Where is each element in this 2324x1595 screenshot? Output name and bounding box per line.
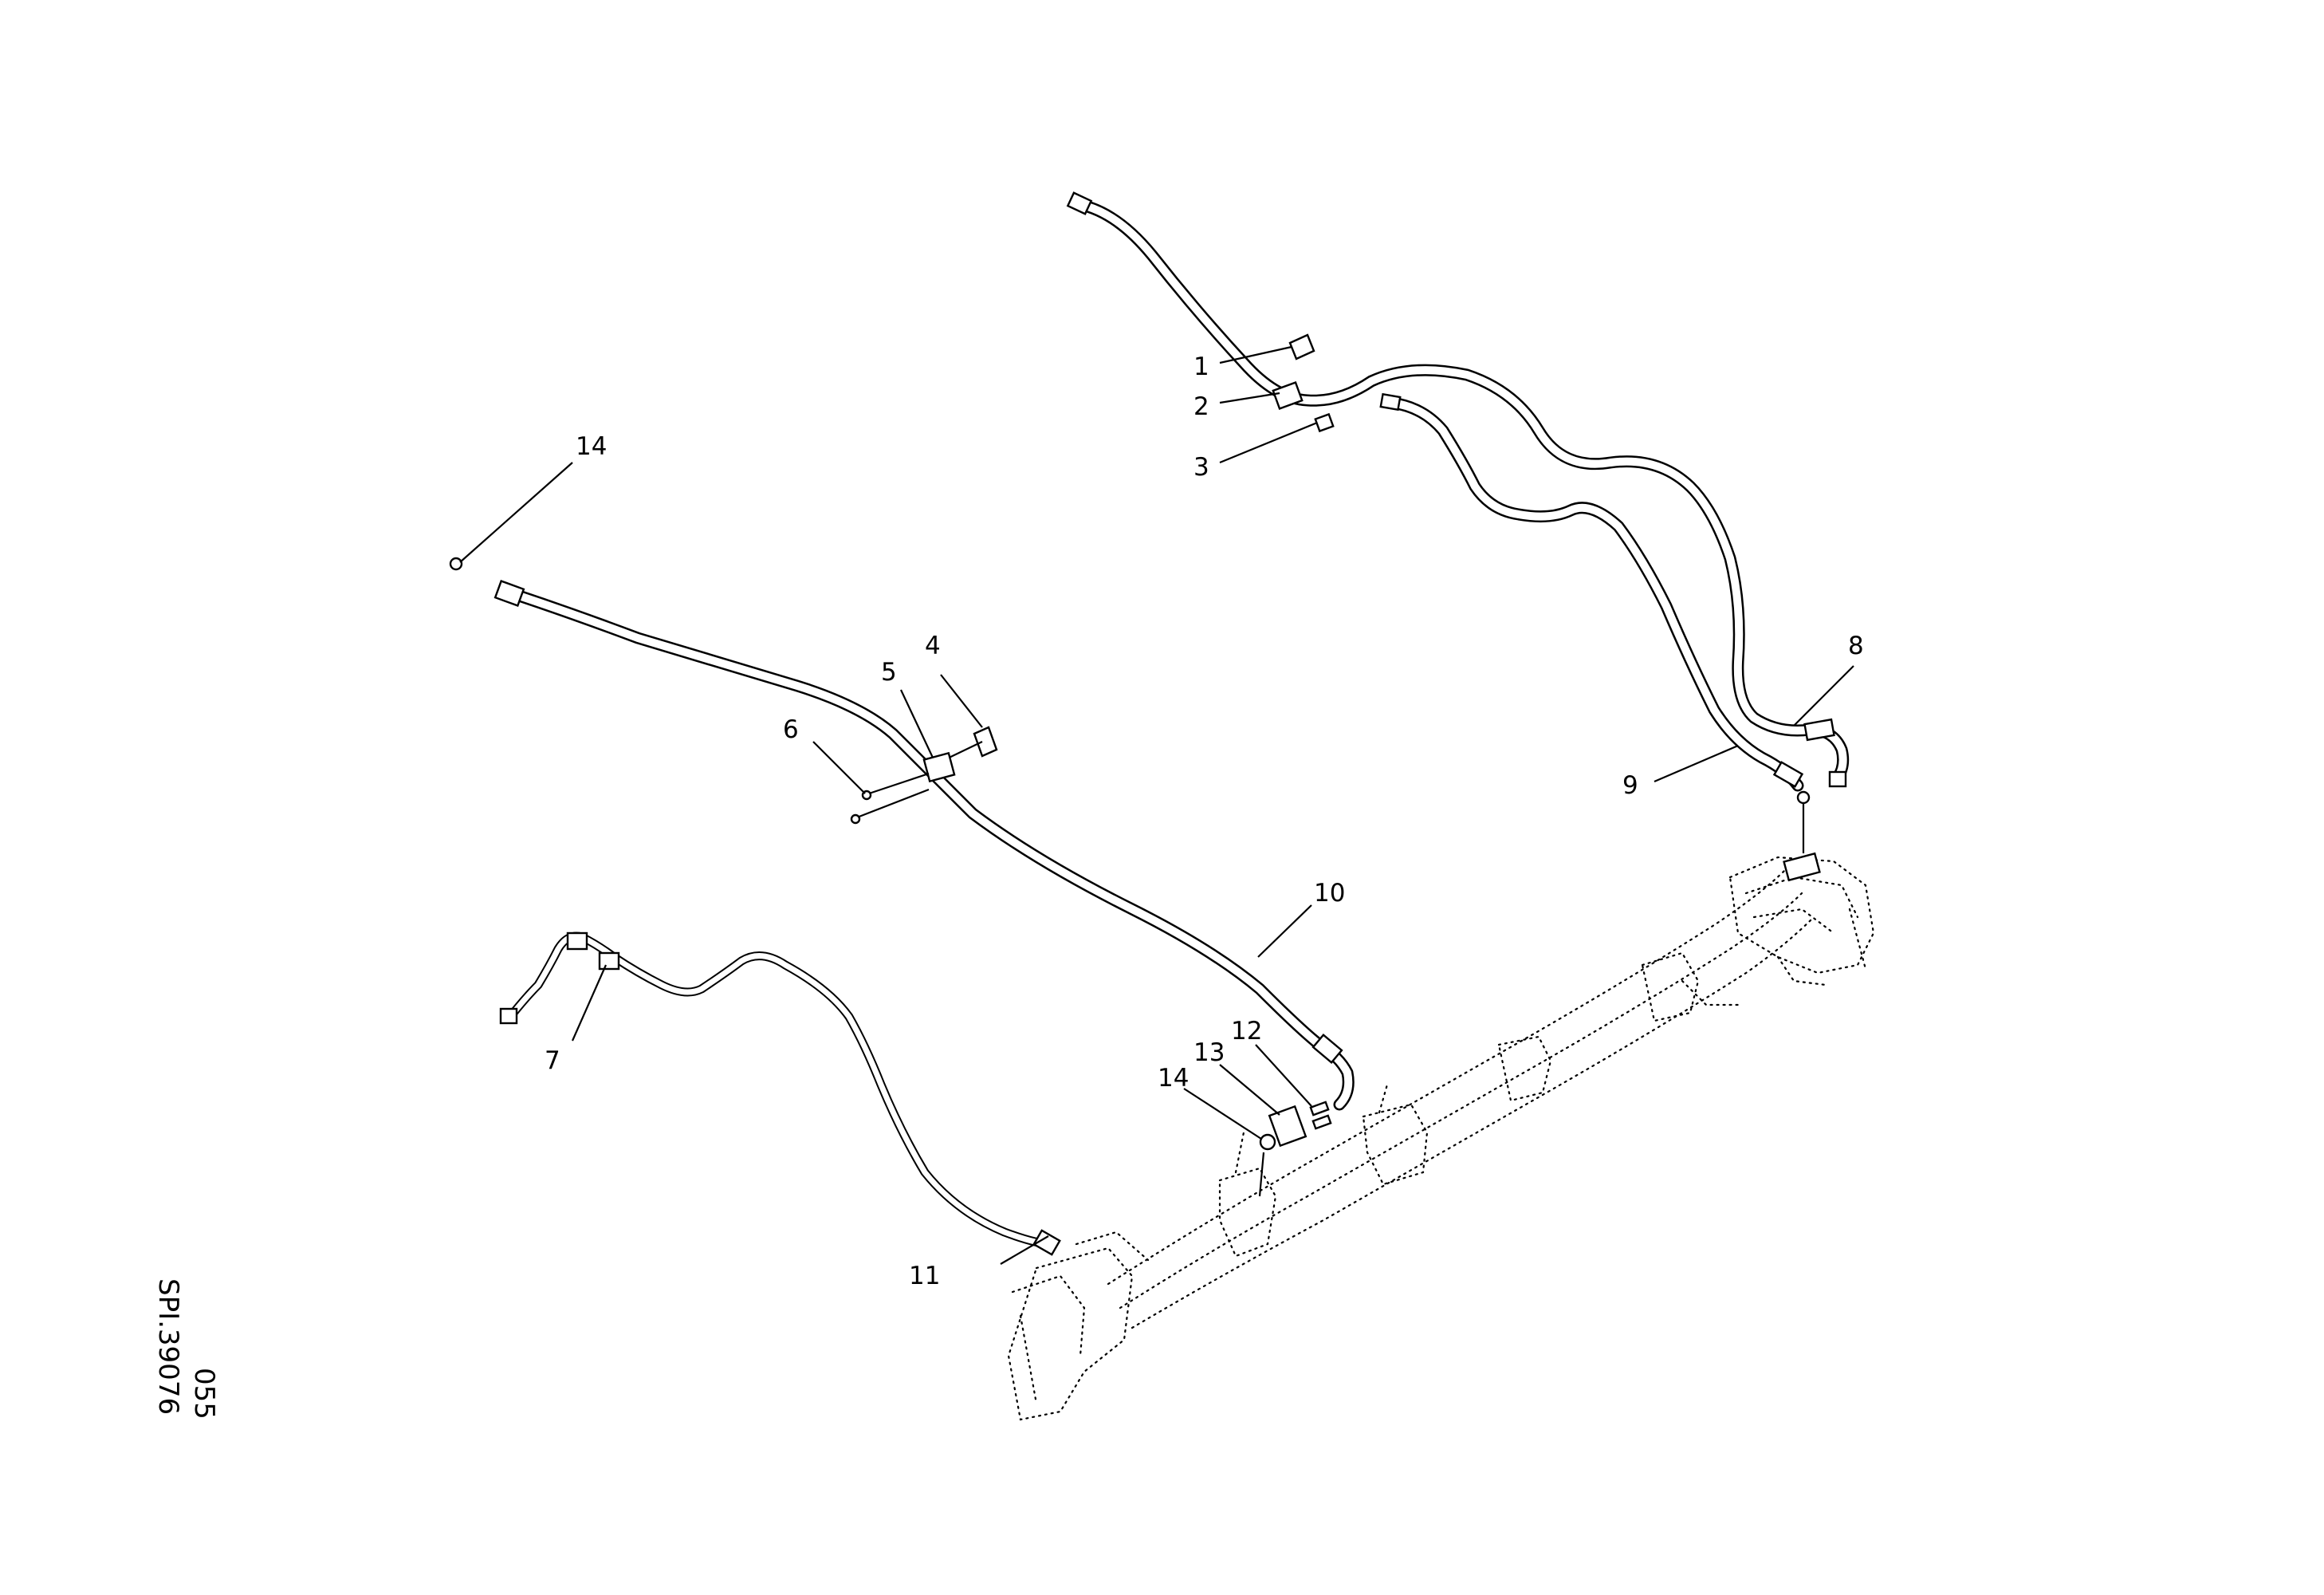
callout-12: 12 [1231,1017,1262,1046]
bolt-12 [1309,1101,1330,1116]
callout-8: 8 [1848,632,1864,660]
hose-end-fitting-top [1066,191,1093,215]
drawing-code-line2: 055 [188,1368,220,1420]
hose-10-end-fitting-left [494,579,525,608]
connector-block-upper-right [1783,852,1821,882]
callout-9: 9 [1622,771,1638,800]
hose-ferrule-9 [1772,761,1804,788]
fitting-12-13 [1268,1105,1307,1148]
clamp-7-lower [598,951,620,971]
hose-10 [508,588,1355,1111]
callout-14-left: 14 [576,432,607,461]
bolt-12b [1311,1114,1332,1130]
callout-6: 6 [783,715,799,744]
callout-4: 4 [925,632,941,660]
callout-10: 10 [1314,879,1345,908]
callout-3: 3 [1193,453,1209,482]
seal-ring-14-left [449,557,463,571]
callout-leaders [459,345,1854,1265]
elbow-fitting-upper-right [1828,770,1847,788]
clamp-plate-1 [1288,333,1315,360]
axle-assembly-phantom [1007,856,1875,1421]
callout-13: 13 [1193,1038,1225,1067]
clamp-block-2 [1272,381,1304,410]
drawing-code-line1: SPI.39076 [152,1278,184,1415]
clamp-nut-3 [1314,412,1335,433]
seal-ring-upper-right [1796,790,1811,805]
clamp-5 [922,751,956,783]
seal-ring-14-right [1259,1133,1276,1151]
pipe-11 [505,931,1057,1249]
callout-14-right: 14 [1158,1064,1189,1093]
upper-hose-line [1072,198,1850,784]
clamp-7-upper [566,931,588,951]
pipe-11-end-fitting [1032,1229,1061,1256]
callout-2: 2 [1193,392,1209,421]
bolt-head-6b [850,813,861,825]
hose-10-ferrule-right [1311,1034,1343,1064]
callout-11: 11 [909,1262,940,1290]
callout-7: 7 [545,1046,560,1075]
callout-1: 1 [1193,352,1209,381]
hose-end-fitting-upper-right [1379,392,1402,412]
bracket-4 [973,726,998,758]
pipe-11-end-fitting-left [499,1007,518,1025]
hose-ferrule-8 [1803,718,1835,742]
callout-5: 5 [881,658,897,687]
lower-hose-line-9 [1385,396,1804,792]
